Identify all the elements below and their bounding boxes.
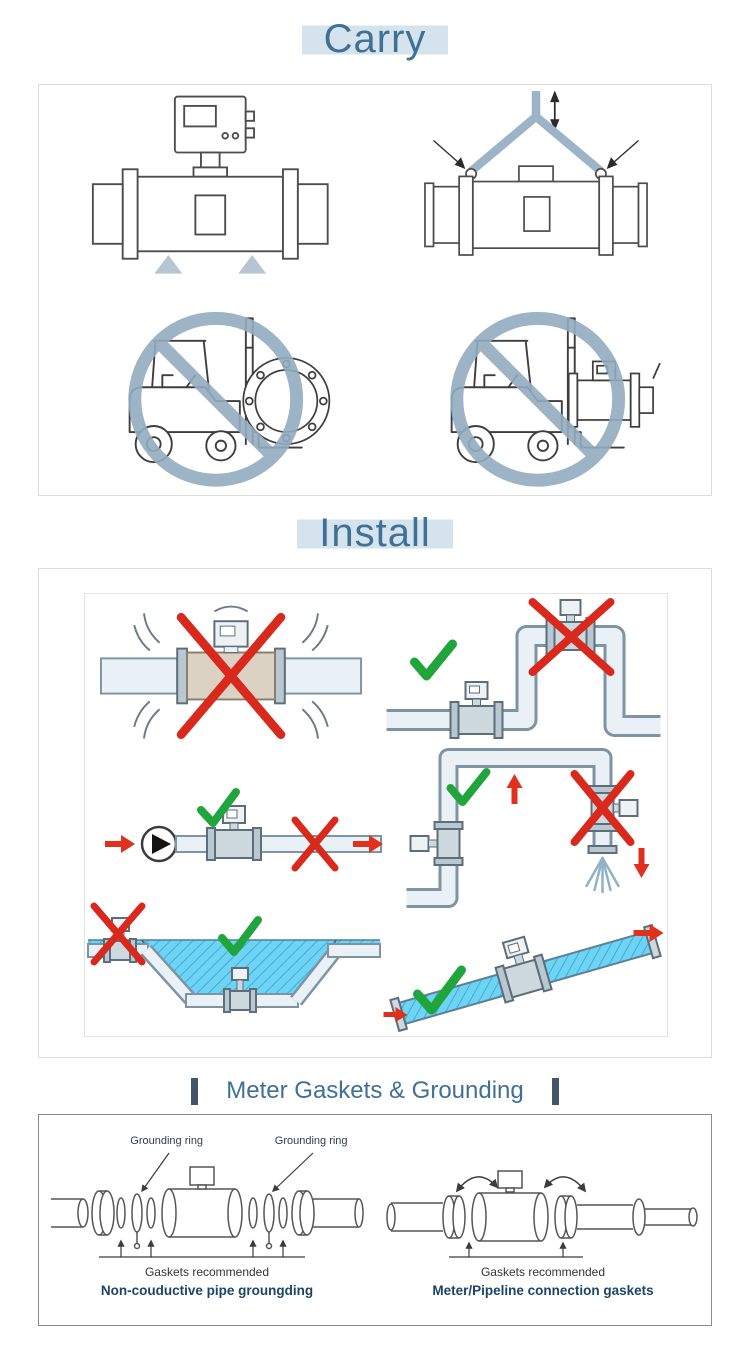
no-sign-icon bbox=[450, 311, 626, 487]
gaskets-title-text: Meter Gaskets & Grounding bbox=[226, 1077, 524, 1104]
flow-arrow-icon bbox=[383, 1007, 408, 1022]
install-scene-after-pump bbox=[105, 788, 383, 872]
install-scene-no-high-point bbox=[386, 598, 661, 739]
flow-arrow-icon bbox=[353, 835, 383, 853]
gaskets-recommended-label: Gaskets recommended bbox=[144, 1265, 270, 1279]
install-scene-vertical-flow bbox=[406, 748, 650, 908]
cross-icon bbox=[90, 902, 146, 966]
lifting-straps bbox=[468, 113, 604, 175]
meter-glyph bbox=[223, 967, 257, 1013]
flowmeter-lifting-illustration bbox=[424, 91, 648, 256]
connection-gaskets-diagram bbox=[386, 1170, 698, 1258]
support-triangles bbox=[154, 255, 267, 274]
check-icon bbox=[413, 965, 466, 1015]
check-icon bbox=[410, 639, 457, 681]
check-icon bbox=[218, 916, 262, 956]
title-highlight-band bbox=[297, 519, 453, 549]
install-diagram-area bbox=[84, 593, 668, 1037]
carry-title-text: Carry bbox=[323, 17, 427, 61]
cross-icon bbox=[291, 816, 339, 872]
install-scene-trench bbox=[87, 902, 381, 1013]
grounding-ring-label: Grounding ring bbox=[130, 1135, 204, 1147]
meter-glyph bbox=[409, 821, 464, 866]
check-icon bbox=[446, 768, 491, 806]
install-scene-inclined-pipe bbox=[383, 923, 664, 1033]
grounding-jumper-arcs bbox=[455, 1176, 587, 1193]
grounding-exploded-diagram bbox=[51, 1152, 364, 1258]
title-bar-right bbox=[551, 1077, 559, 1105]
meter-glyph bbox=[494, 935, 553, 1004]
carry-figure-lifting bbox=[375, 91, 697, 296]
cross-icon bbox=[528, 598, 615, 676]
install-scene-no-vibration bbox=[99, 605, 363, 740]
left-figure-caption: Non-couductive pipe groungding bbox=[100, 1283, 314, 1298]
up-arrow-icon bbox=[506, 774, 523, 804]
meter-glyph bbox=[449, 681, 504, 739]
gaskets-section-title: Meter Gaskets & Grounding bbox=[0, 1076, 750, 1106]
cross-icon bbox=[176, 612, 286, 740]
title-highlight-band bbox=[301, 25, 449, 55]
gasket-bracket-arrows bbox=[449, 1241, 583, 1258]
gaskets-panel: Grounding ring Grounding ring bbox=[38, 1114, 712, 1326]
spray-lines bbox=[585, 856, 620, 894]
title-bar-left bbox=[191, 1077, 199, 1105]
vibration-arcs bbox=[133, 605, 329, 739]
gaskets-recommended-label: Gaskets recommended bbox=[480, 1265, 606, 1279]
label-leader-arrows bbox=[141, 1152, 314, 1193]
right-figure-caption: Meter/Pipeline connection gaskets bbox=[432, 1283, 654, 1298]
gaskets-left-figure: Grounding ring Grounding ring bbox=[39, 1115, 375, 1325]
attachment-arrows bbox=[433, 140, 639, 170]
updown-arrow-icon bbox=[550, 91, 560, 131]
install-panel bbox=[38, 568, 712, 1058]
cross-icon bbox=[570, 770, 635, 846]
flow-arrow-icon bbox=[633, 924, 664, 942]
forklift-flange-illustration bbox=[128, 311, 331, 487]
install-section-title: Install bbox=[0, 506, 750, 556]
carry-figure-forklift-meter bbox=[375, 296, 697, 494]
check-icon bbox=[197, 788, 240, 827]
gasket-bracket-arrows bbox=[99, 1239, 305, 1258]
install-title-text: Install bbox=[319, 511, 431, 555]
flowmeter-front-illustration bbox=[91, 95, 329, 274]
forklift-meter-illustration bbox=[450, 311, 661, 487]
carry-panel bbox=[38, 84, 712, 496]
meter-glyph bbox=[206, 805, 262, 861]
no-sign-icon bbox=[128, 311, 304, 487]
carry-figure-meter-supports bbox=[53, 91, 375, 296]
down-arrow-icon bbox=[633, 848, 650, 878]
flow-arrow-icon bbox=[105, 835, 135, 853]
grounding-ring-label: Grounding ring bbox=[274, 1135, 348, 1147]
carry-section-title: Carry bbox=[0, 12, 750, 68]
carry-figure-forklift-flange bbox=[53, 296, 375, 494]
gaskets-right-figure: Gaskets recommended Meter/Pipeline conne… bbox=[375, 1115, 711, 1325]
